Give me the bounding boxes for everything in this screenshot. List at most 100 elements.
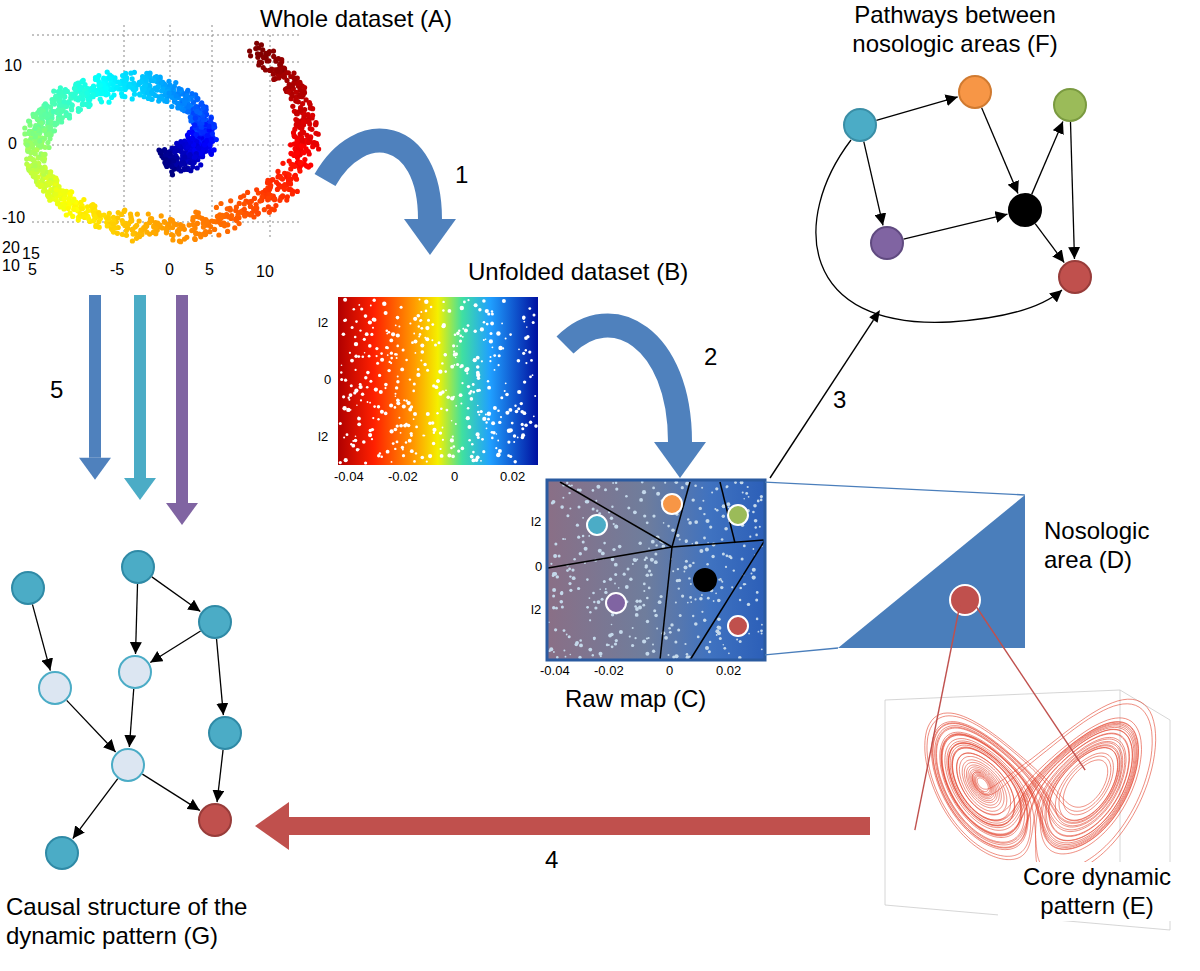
data-point (201, 225, 206, 230)
data-point (194, 97, 199, 102)
speckle (470, 397, 474, 401)
data-point (302, 90, 307, 95)
data-point (171, 233, 176, 238)
speckle (452, 344, 455, 347)
speckle (452, 436, 454, 438)
speckle (349, 352, 351, 354)
data-point (313, 121, 318, 126)
speckle (482, 299, 486, 303)
data-point (314, 143, 319, 148)
speckle (390, 362, 392, 364)
data-point (25, 142, 30, 147)
data-point (146, 211, 151, 216)
speckle (366, 386, 369, 389)
speckle (462, 328, 464, 330)
speckle (425, 337, 429, 341)
data-point (127, 83, 132, 88)
speckle (518, 348, 520, 350)
speckle (357, 422, 361, 426)
data-point (191, 215, 196, 220)
speckle (369, 402, 371, 404)
speckle (376, 355, 378, 357)
data-point (262, 207, 267, 212)
data-point (169, 104, 174, 109)
data-point (186, 104, 191, 109)
data-point (228, 208, 233, 213)
speckle (533, 415, 535, 417)
data-point (248, 204, 253, 209)
speckle (366, 371, 370, 375)
data-point (143, 224, 148, 229)
unfolded-plot (338, 297, 538, 465)
speckle (534, 424, 538, 428)
data-point (69, 107, 74, 112)
speckle (351, 326, 354, 329)
speckle (399, 424, 403, 428)
data-point (196, 146, 201, 151)
speckle (394, 428, 398, 432)
data-point (205, 133, 210, 138)
speckle (344, 379, 347, 382)
speckle (426, 412, 430, 416)
data-point (285, 194, 290, 199)
data-point (286, 70, 291, 75)
speckle (353, 391, 356, 394)
data-point (146, 96, 151, 101)
speckle (427, 319, 430, 322)
data-point (290, 83, 295, 88)
data-point (50, 100, 55, 105)
data-point (169, 164, 174, 169)
data-point (248, 53, 253, 58)
data-point (277, 62, 282, 67)
speckle (467, 385, 470, 388)
speckle (454, 364, 456, 366)
data-point (76, 218, 81, 223)
data-point (67, 191, 72, 196)
speckle (410, 432, 413, 435)
speckle (380, 358, 384, 362)
speckle (387, 354, 389, 356)
speckle (517, 359, 521, 363)
speckle (455, 405, 457, 407)
speckle (361, 393, 364, 396)
speckle (446, 395, 450, 399)
speckle (365, 332, 369, 336)
speckle (342, 395, 345, 398)
data-point (270, 177, 275, 182)
data-point (40, 178, 45, 183)
data-point (70, 198, 75, 203)
data-point (160, 96, 165, 101)
speckle (409, 322, 411, 324)
speckle (498, 449, 502, 453)
data-point (116, 79, 121, 84)
data-point (132, 92, 137, 97)
data-point (42, 112, 47, 117)
data-point (266, 58, 271, 63)
data-point (71, 207, 76, 212)
data-point (155, 221, 160, 226)
speckle (455, 423, 457, 425)
speckle (525, 349, 527, 351)
data-point (82, 82, 87, 87)
speckle (480, 327, 484, 331)
data-point (241, 193, 246, 198)
data-point (130, 227, 135, 232)
data-point (269, 207, 274, 212)
speckle (391, 332, 395, 336)
speckle (426, 461, 428, 463)
data-point (198, 162, 203, 167)
speckle (456, 332, 460, 336)
data-point (72, 86, 77, 91)
speckle (501, 323, 503, 325)
speckle (459, 393, 463, 397)
speckle (374, 388, 378, 392)
data-point (187, 223, 192, 228)
data-point (124, 233, 129, 238)
speckle (435, 385, 439, 389)
data-point (306, 119, 311, 124)
speckle (500, 416, 502, 418)
data-point (308, 136, 313, 141)
speckle (467, 407, 470, 410)
data-point (40, 157, 45, 162)
data-point (28, 123, 33, 128)
